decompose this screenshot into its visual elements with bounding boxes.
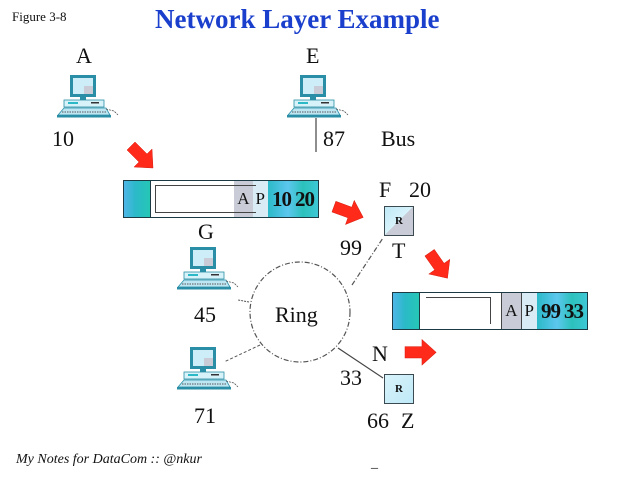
footer-note: My Notes for DataCom :: @nkur: [16, 452, 202, 467]
packet-data-box: [426, 297, 491, 324]
router-f-label: F: [379, 177, 392, 202]
footer-mark: _: [371, 456, 378, 471]
packet-field-p: P: [520, 293, 537, 329]
red-arrow-icon: [421, 247, 453, 279]
station-e-label: E: [306, 43, 320, 68]
computer-g-icon: [176, 246, 239, 290]
ring-label: Ring: [275, 302, 318, 327]
station-g-address: 45: [194, 302, 216, 327]
packet-body: A P 10 20: [151, 181, 318, 217]
computer-71-icon: [176, 346, 239, 390]
router-n-address: 33: [340, 365, 362, 390]
router-z-label: Z: [401, 408, 415, 433]
packet-field-a: A: [234, 181, 253, 217]
bus-label: Bus: [381, 126, 416, 151]
packet-1: A P 10 20: [123, 180, 319, 218]
link-router-n: [337, 347, 384, 379]
packet-field-a: A: [501, 293, 521, 329]
page-title: Network Layer Example: [155, 4, 440, 34]
figure-label: Figure 3-8: [12, 9, 67, 24]
router-n-label: N: [372, 341, 388, 366]
ring-link-71: [223, 344, 261, 363]
station-a-address: 10: [52, 126, 74, 151]
packet-addresses: 10 20: [268, 181, 318, 217]
red-arrow-icon: [399, 333, 437, 371]
packet-header-stripe: [393, 293, 420, 329]
station-a-label: A: [76, 43, 92, 68]
router-ring-address: 99: [340, 235, 362, 260]
packet-data-box: [155, 185, 256, 213]
router-ft-icon: R: [384, 206, 414, 236]
computer-e-icon: [286, 74, 349, 118]
packet-src-address: 10: [272, 186, 292, 211]
router-icon-label: R: [395, 215, 403, 227]
computer-a-icon: [56, 74, 119, 118]
packet-src-address: 99: [541, 298, 561, 323]
station-g-label: G: [198, 219, 214, 244]
packet-addresses: 99 33: [537, 293, 587, 329]
packet-body: A P 99 33: [420, 293, 587, 329]
ring-network: [249, 261, 351, 363]
packet-2: A P 99 33: [392, 292, 588, 330]
router-nz-icon: R: [384, 374, 414, 404]
router-z-address: 66: [367, 408, 389, 433]
red-arrow-icon: [126, 141, 154, 169]
station-e-address: 87: [323, 126, 345, 151]
packet-dst-address: 33: [564, 298, 584, 323]
packet-dst-address: 20: [295, 186, 315, 211]
ring-link-g: [237, 299, 250, 303]
packet-header-stripe: [124, 181, 151, 217]
router-t-label: T: [392, 238, 406, 263]
packet-field-p: P: [252, 181, 268, 217]
router-icon-label: R: [395, 383, 403, 395]
router-f-address: 20: [409, 177, 431, 202]
red-arrow-icon: [328, 193, 364, 229]
station-71-address: 71: [194, 403, 216, 428]
